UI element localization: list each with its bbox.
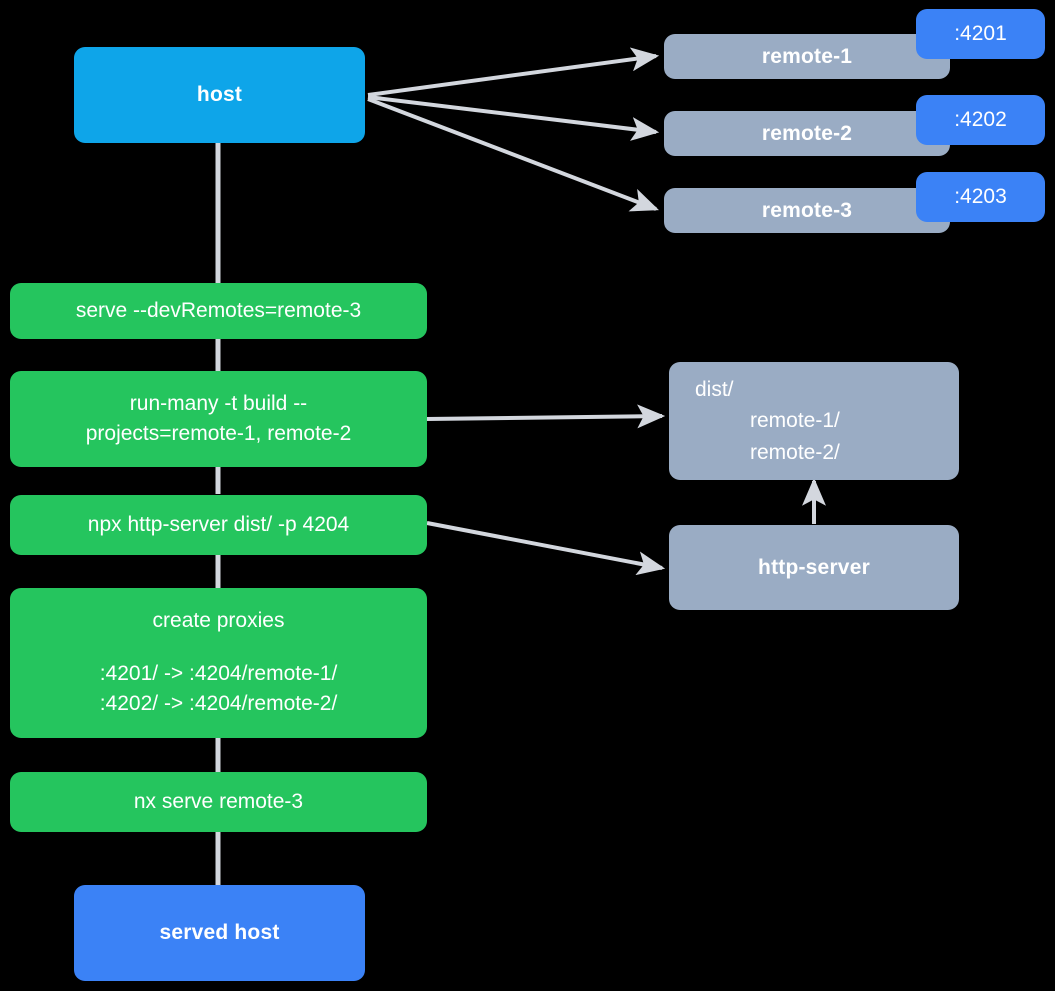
- port-badge-remote-3-label: :4203: [954, 185, 1007, 208]
- node-served-host[interactable]: served host: [74, 885, 365, 981]
- port-badge-remote-1-label: :4201: [954, 22, 1007, 45]
- node-command-serve-label: serve --devRemotes=remote-3: [75, 298, 362, 322]
- node-command-run-many-line-1: run-many -t build --: [129, 391, 308, 415]
- node-command-create-proxies[interactable]: create proxies :4201/ -> :4204/remote-1/…: [10, 588, 427, 738]
- node-served-host-label: served host: [159, 921, 280, 944]
- port-badge-remote-1[interactable]: :4201: [916, 9, 1045, 59]
- node-dist-folder-line-3: remote-2/: [750, 440, 840, 464]
- node-remote-3[interactable]: remote-3: [664, 188, 950, 233]
- node-dist-folder-line-2: remote-1/: [750, 409, 840, 433]
- node-command-nx-serve-label: nx serve remote-3: [133, 789, 304, 813]
- port-badge-remote-3[interactable]: :4203: [916, 172, 1045, 222]
- node-remote-3-label: remote-3: [761, 198, 853, 222]
- node-host-label: host: [196, 83, 243, 106]
- node-dist-folder-line-1: dist/: [695, 377, 734, 401]
- port-badge-remote-2[interactable]: :4202: [916, 95, 1045, 145]
- edge-run-many-to-dist: [426, 404, 666, 429]
- node-command-create-proxies-line-1: :4201/ -> :4204/remote-1/: [99, 661, 338, 685]
- edge-host-to-remote-3: [367, 97, 659, 212]
- edge-npx-to-http-server: [426, 521, 666, 576]
- node-command-run-many-line-2: projects=remote-1, remote-2: [85, 422, 352, 445]
- node-remote-1-label: remote-1: [761, 44, 853, 68]
- node-host[interactable]: host: [74, 47, 365, 143]
- port-badge-remote-2-label: :4202: [954, 108, 1007, 131]
- node-http-server[interactable]: http-server: [669, 525, 959, 610]
- node-command-npx-http-server[interactable]: npx http-server dist/ -p 4204: [10, 495, 427, 555]
- node-command-create-proxies-title: create proxies: [152, 609, 285, 633]
- node-dist-folder[interactable]: dist/ remote-1/ remote-2/: [669, 362, 959, 480]
- node-command-create-proxies-line-2: :4202/ -> :4204/remote-2/: [99, 692, 338, 716]
- node-command-nx-serve[interactable]: nx serve remote-3: [10, 772, 427, 832]
- node-remote-2-label: remote-2: [761, 121, 853, 145]
- node-command-run-many[interactable]: run-many -t build -- projects=remote-1, …: [10, 371, 427, 467]
- node-command-serve[interactable]: serve --devRemotes=remote-3: [10, 283, 427, 339]
- edge-host-to-remote-1: [367, 47, 660, 97]
- node-command-npx-http-server-label: npx http-server dist/ -p 4204: [87, 512, 350, 536]
- edge-host-to-remote-2: [367, 95, 660, 141]
- node-http-server-label: http-server: [758, 555, 870, 579]
- node-remote-2[interactable]: remote-2: [664, 111, 950, 156]
- node-remote-1[interactable]: remote-1: [664, 34, 950, 79]
